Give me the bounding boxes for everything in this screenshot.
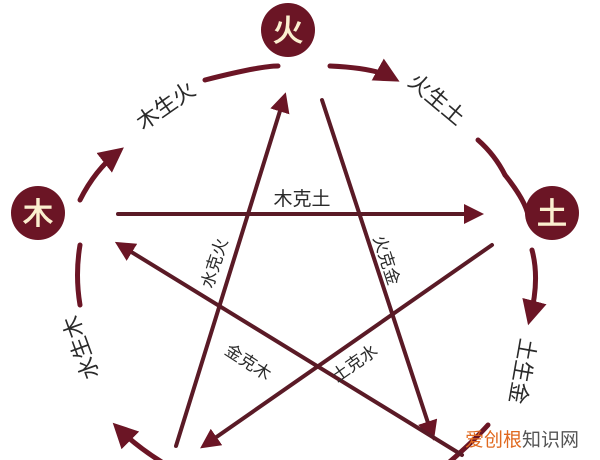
label-wood-generates-fire: 木生火 (132, 78, 200, 136)
node-earth-label: 土 (537, 197, 567, 232)
arc-earth-descending (502, 172, 531, 218)
line-earth-overcomes-water (200, 243, 494, 449)
node-fire: 火 (261, 3, 315, 57)
label-water-generates-wood: 水生木 (59, 312, 105, 383)
label-wood-overcomes-earth: 木克土 (273, 188, 330, 210)
line-metal-overcomes-wood (114, 241, 464, 457)
line-fire-overcomes-metal (320, 98, 438, 441)
watermark: 爱创根知识网 (465, 425, 579, 452)
node-wood-circle (11, 186, 65, 240)
arc-wood-to-fire (202, 63, 281, 83)
node-wood-label: 木 (22, 197, 53, 232)
node-earth: 土 (525, 186, 579, 240)
label-fire-generates-earth: 火生土 (403, 69, 470, 131)
generating-cycle-arcs (75, 58, 547, 460)
watermark-site: 知识网 (522, 429, 580, 451)
arc-bottom-left (112, 422, 164, 460)
node-earth-circle (525, 186, 579, 240)
node-fire-label: 火 (273, 14, 303, 49)
arc-wood-to-fire-lower (77, 147, 124, 203)
arc-earth-to-metal (522, 247, 547, 326)
label-earth-overcomes-water: 土克水 (329, 341, 382, 387)
arc-water-to-wood-upper (75, 242, 83, 308)
node-fire-circle (261, 3, 315, 57)
line-water-overcomes-fire (174, 92, 290, 448)
label-metal-overcomes-wood: 金克木 (221, 341, 275, 386)
arc-fire-earth-lower (475, 137, 508, 178)
watermark-brand: 爱创根 (465, 429, 523, 451)
arc-fire-to-earth (327, 58, 400, 82)
node-wood: 木 (11, 186, 65, 240)
label-earth-generates-metal: 土生金 (503, 336, 539, 405)
overcoming-cycle-star (114, 92, 494, 457)
arc-bottom-right (447, 422, 491, 460)
